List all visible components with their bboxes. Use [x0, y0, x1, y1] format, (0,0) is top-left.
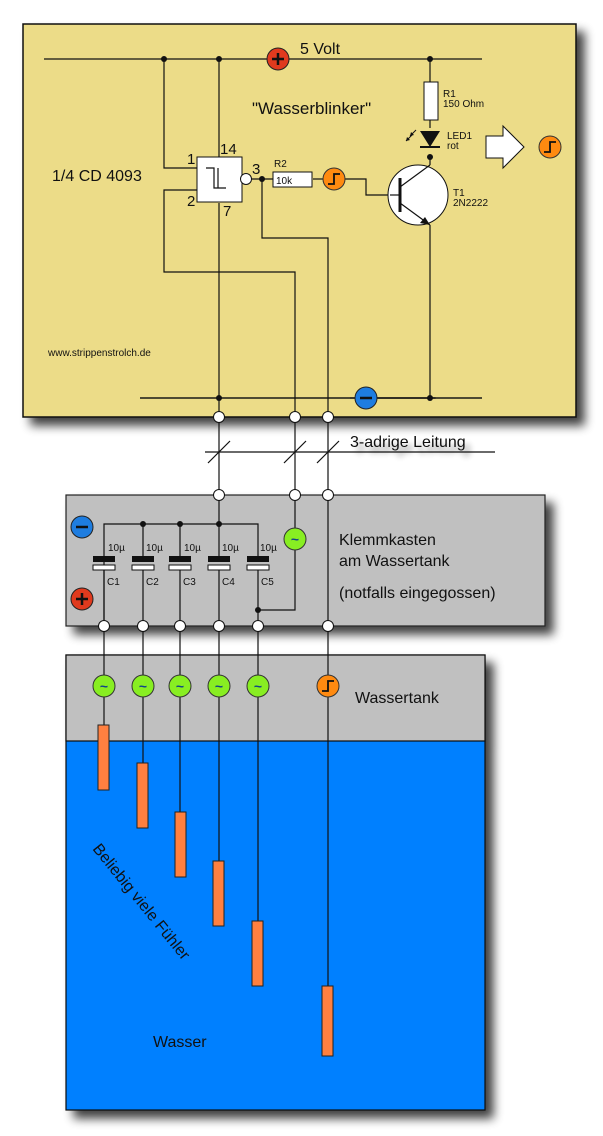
ac-icon-1: ~	[92, 674, 116, 698]
r2-value: 10k	[276, 176, 293, 187]
probe-5	[251, 920, 264, 987]
svg-text:~: ~	[254, 678, 262, 694]
schmitt-trigger-nand	[196, 156, 252, 203]
junction-dots	[161, 56, 433, 401]
svg-text:~: ~	[215, 678, 223, 694]
svg-text:~: ~	[291, 531, 299, 547]
resistor-r2	[272, 171, 313, 188]
resistor-r1	[423, 81, 439, 121]
c5-value: 10µ	[260, 543, 277, 554]
pin-1-label: 1	[187, 151, 195, 168]
output-pulse-icon	[538, 135, 562, 159]
probe-4	[212, 860, 225, 927]
box-ac-icon: ~	[283, 527, 307, 551]
pin-7-label: 7	[223, 203, 231, 220]
capacitors	[92, 556, 270, 571]
led-icon	[405, 129, 440, 148]
r1-name: R1	[443, 89, 456, 100]
minus-terminal-icon	[354, 386, 378, 410]
c1-name: C1	[107, 577, 120, 588]
supply-voltage-label: 5 Volt	[300, 41, 341, 58]
ac-icon-3: ~	[168, 674, 192, 698]
probe-3	[174, 811, 187, 878]
tank-label: Wassertank	[355, 690, 440, 707]
water-tank	[65, 654, 486, 1111]
capacitor-c3	[168, 556, 192, 571]
output-arrow-icon	[485, 124, 525, 170]
transistor-name: T1	[453, 188, 465, 199]
box-junction-dots	[140, 521, 261, 613]
svg-text:~: ~	[176, 678, 184, 694]
c5-name: C5	[261, 577, 274, 588]
circuit-board	[22, 23, 577, 418]
capacitor-c4	[207, 556, 231, 571]
ac-icon-5: ~	[246, 674, 270, 698]
svg-text:~: ~	[139, 678, 147, 694]
probe-2	[136, 762, 149, 829]
svg-text:~: ~	[100, 678, 108, 694]
transistor-type: 2N2222	[453, 198, 488, 209]
tank-pulse-icon	[316, 674, 340, 698]
box-title-line1: Klemmkasten	[339, 532, 436, 549]
plus-terminal-icon	[266, 47, 290, 71]
r1-value: 150 Ohm	[443, 99, 484, 110]
water-label: Wasser	[153, 1034, 207, 1051]
ac-icon-2: ~	[131, 674, 155, 698]
ac-icon-4: ~	[207, 674, 231, 698]
pin-2-label: 2	[187, 193, 195, 210]
led-color: rot	[447, 141, 459, 152]
c1-value: 10µ	[108, 543, 125, 554]
probe-signal	[321, 985, 334, 1057]
probe-1	[97, 724, 110, 791]
led-name: LED1	[447, 131, 472, 142]
transistor-icon	[387, 164, 449, 226]
c2-name: C2	[146, 577, 159, 588]
capacitor-c1	[92, 556, 116, 571]
c4-value: 10µ	[222, 543, 239, 554]
tank-ac-icons: ~ ~ ~ ~ ~	[92, 674, 270, 698]
c3-name: C3	[183, 577, 196, 588]
pulse-signal-icon	[322, 167, 346, 191]
cable-label: 3-adrige Leitung	[350, 434, 466, 451]
terminal-circles	[98, 411, 334, 632]
box-title-line2: am Wassertank	[339, 553, 451, 570]
circuit-title: "Wasserblinker"	[252, 99, 371, 118]
pin-14-label: 14	[220, 141, 237, 158]
c3-value: 10µ	[184, 543, 201, 554]
cable-wires	[205, 417, 495, 495]
website-label: www.strippenstrolch.de	[47, 348, 151, 359]
box-minus-icon	[70, 515, 94, 539]
box-note: (notfalls eingegossen)	[339, 585, 496, 602]
ic-label: 1/4 CD 4093	[52, 168, 142, 185]
r2-name: R2	[274, 159, 287, 170]
capacitor-c5	[246, 556, 270, 571]
box-plus-icon	[70, 587, 94, 611]
probes	[97, 724, 334, 1057]
c2-value: 10µ	[146, 543, 163, 554]
capacitor-c2	[131, 556, 155, 571]
c4-name: C4	[222, 577, 235, 588]
pin-3-label: 3	[252, 161, 260, 178]
